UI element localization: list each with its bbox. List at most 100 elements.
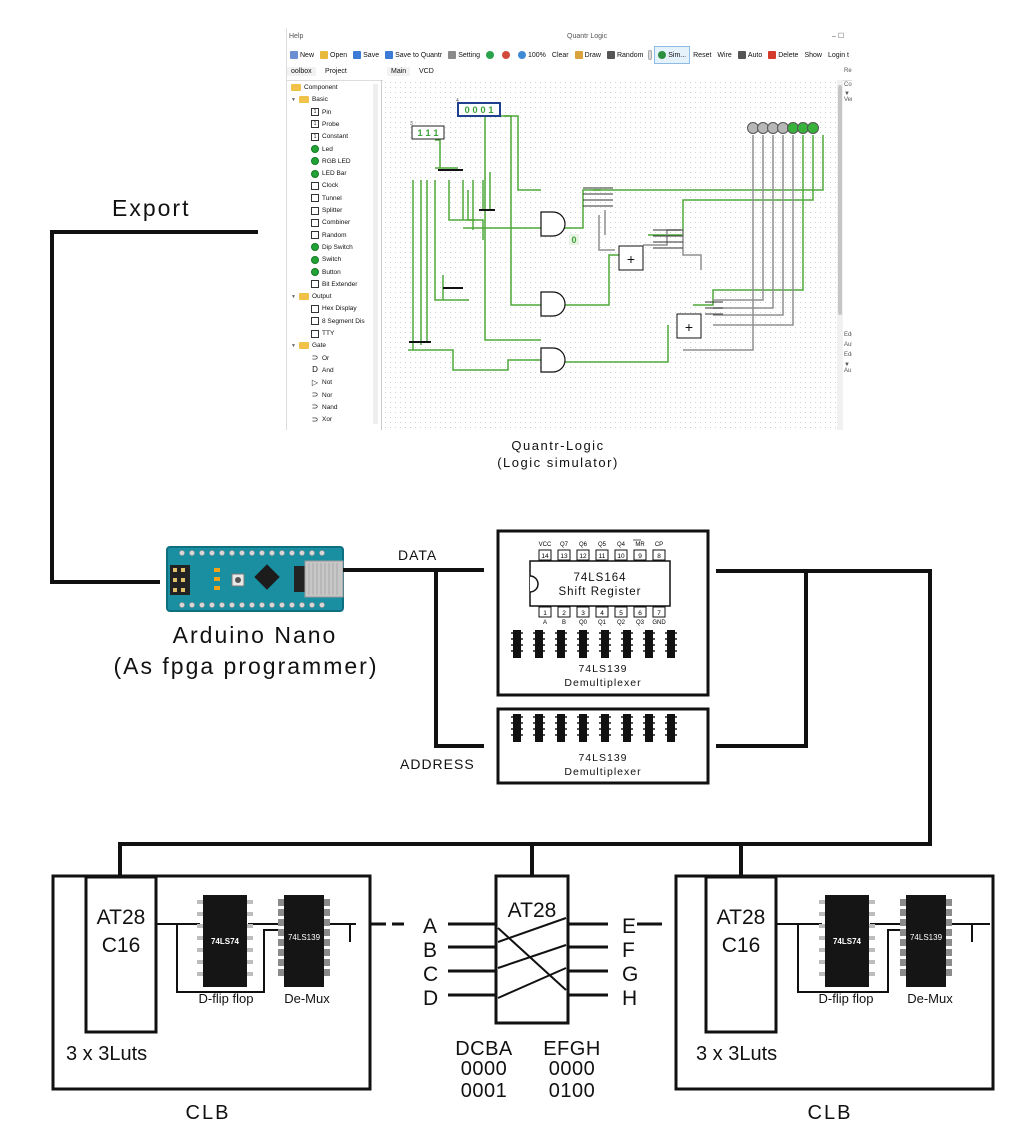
tree-item-label: LED Bar (322, 170, 347, 178)
sr-top-pin-number: 13 (560, 553, 568, 560)
random-toggle[interactable] (648, 50, 653, 60)
tree-item-or[interactable]: ⊃Or (311, 353, 330, 364)
tree-item-splitter[interactable]: Splitter (311, 205, 342, 216)
clb-left-demux-part: 74LS139 (288, 933, 321, 942)
expand-arrow-icon[interactable]: ▼ (291, 342, 296, 349)
sr-top-pin-name: Q6 (579, 542, 588, 548)
led-icon (311, 145, 319, 153)
tab-main[interactable]: Main (387, 67, 411, 76)
expand-arrow-icon[interactable]: ▼ (291, 293, 296, 300)
tree-item-hex-display[interactable]: Hex Display (311, 303, 357, 314)
sr-bottom-pin-name: A (543, 620, 547, 626)
menu-help[interactable]: Help (289, 33, 304, 40)
tree-item-output[interactable]: ▼ Output (291, 291, 331, 302)
truth-table-head-left: DCBA (455, 1038, 513, 1060)
toolbar-button-15[interactable]: Delete (765, 47, 801, 63)
window-controls[interactable]: – ☐ (832, 33, 845, 40)
tree-item-component[interactable]: Component (291, 82, 338, 93)
led-row (747, 122, 819, 134)
zoom-in-icon (486, 51, 494, 59)
sr-bottom-pin-box (652, 606, 666, 618)
tree-item-rgb-led[interactable]: RGB LED (311, 156, 351, 167)
tree-item-button[interactable]: Button (311, 267, 341, 278)
toolbar-button-3[interactable]: Save to Quantr (382, 47, 445, 63)
sr-top-pin-number: 12 (579, 553, 587, 560)
toolbar-button-16[interactable]: Show (801, 47, 825, 63)
tree-item-switch[interactable]: Switch (311, 254, 341, 265)
right-pane: ReCompo▼ VerEdgAutEdg▼ Au (843, 64, 852, 430)
tree-item-random[interactable]: Random (311, 230, 347, 241)
demux-top-name: Demultiplexer (564, 677, 641, 689)
canvas-scrollbar[interactable] (837, 80, 843, 430)
toolbar-button-9[interactable]: Draw (572, 47, 604, 63)
save-icon (385, 51, 394, 59)
router-input-letters: A B C D (423, 915, 438, 1010)
zoom-out-icon (502, 51, 510, 59)
tree-item-8-segment-dis[interactable]: 8 Segment Dis (311, 316, 365, 327)
tree-item-xor[interactable]: ⊃Xor (311, 414, 332, 425)
tree-item-bit-extender[interactable]: Bit Extender (311, 279, 357, 290)
tree-item-label: Hex Display (322, 305, 357, 313)
router-crossings (497, 917, 567, 999)
sr-top-pin-box (614, 549, 628, 561)
toolbar-button-0[interactable]: New (287, 47, 317, 63)
tree-item-not[interactable]: ▷Not (311, 377, 332, 388)
toolbar-button-11[interactable]: Sim... (654, 46, 691, 64)
toolbar-button-8[interactable]: Clear (549, 47, 572, 63)
tree-item-gate[interactable]: ▼Gate (291, 340, 326, 351)
sr-top-pin-number: 10 (617, 553, 625, 560)
rgb-led-icon (311, 157, 319, 166)
tree-item-label: Nor (322, 391, 333, 399)
shift-register-chip: 74LS164 Shift Register (529, 560, 671, 607)
tree-item-label: Output (311, 293, 332, 301)
tab-toolbox[interactable]: oolbox (287, 67, 316, 76)
clb-left-caption: CLB (186, 1102, 231, 1124)
tab-project[interactable]: Project (325, 68, 347, 75)
toolbar-button-12[interactable]: Reset (690, 47, 714, 63)
clb-right-eeprom-line1: AT28 (717, 906, 766, 929)
toolbar-button-label: Show (804, 51, 822, 59)
toolbar-button-label: Draw (584, 51, 601, 59)
adder-1-symbol: + (627, 251, 635, 267)
not-gate-icon: ▷ (311, 377, 319, 387)
tab-vcd[interactable]: VCD (419, 68, 434, 75)
toolbar-button-14[interactable]: Auto (735, 47, 765, 63)
toolbar-button-6[interactable] (499, 47, 515, 63)
tree-item-nand[interactable]: ⊃Nand (311, 402, 338, 413)
clb-left-luts-label: 3 x 3Luts (66, 1043, 147, 1065)
toolbar-button-7[interactable]: 100% (515, 47, 549, 63)
tree-item-led[interactable]: Led (311, 144, 333, 155)
tree-item-tunnel[interactable]: Tunnel (311, 193, 342, 204)
tree-item-led-bar[interactable]: LED Bar (311, 168, 347, 179)
toolbar-button-4[interactable]: Setting (445, 47, 483, 63)
tree-item-combiner[interactable]: Combiner (311, 217, 350, 228)
router-input-d: D (423, 987, 438, 1010)
toolbar-button-5[interactable] (483, 47, 499, 63)
clock-icon (311, 181, 319, 190)
toolbar-button-1[interactable]: Open (317, 47, 350, 63)
header-bottom (179, 602, 325, 608)
tree-item-dip-switch[interactable]: Dip Switch (311, 242, 353, 253)
clb-left: AT28 C16 74LS74 74LS139 D-flip flop De-M… (51, 874, 372, 1091)
sr-top-pin-number: 8 (657, 553, 661, 560)
tree-item-nor[interactable]: ⊃Nor (311, 390, 333, 401)
tree-item-clock[interactable]: Clock (311, 180, 338, 191)
toolbar-button-13[interactable]: Wire (714, 47, 734, 63)
tree-item-basic[interactable]: ▼Basic (291, 94, 328, 105)
tree-item-tty[interactable]: TTY (311, 328, 334, 339)
toolbar-button-label: Delete (778, 51, 799, 59)
nand-gate-icon: ⊃ (311, 402, 319, 412)
expand-arrow-icon[interactable]: ▼ (291, 96, 296, 103)
window-title: Quantr Logic (567, 33, 608, 40)
circuit-canvas[interactable]: + + 0 0 0 1 4 1 1 1 3 0 (383, 80, 837, 430)
toolbar-button-label: Save (363, 51, 380, 59)
toolbar-button-2[interactable]: Save (350, 47, 382, 63)
toolbar-button-10[interactable]: Random (604, 47, 646, 63)
tree-scrollbar[interactable] (373, 84, 378, 424)
toolbar-button-17[interactable]: Login t (825, 47, 852, 63)
router-truth-table: DCBA EFGH 0000 0000 0001 0100 (455, 1038, 600, 1102)
